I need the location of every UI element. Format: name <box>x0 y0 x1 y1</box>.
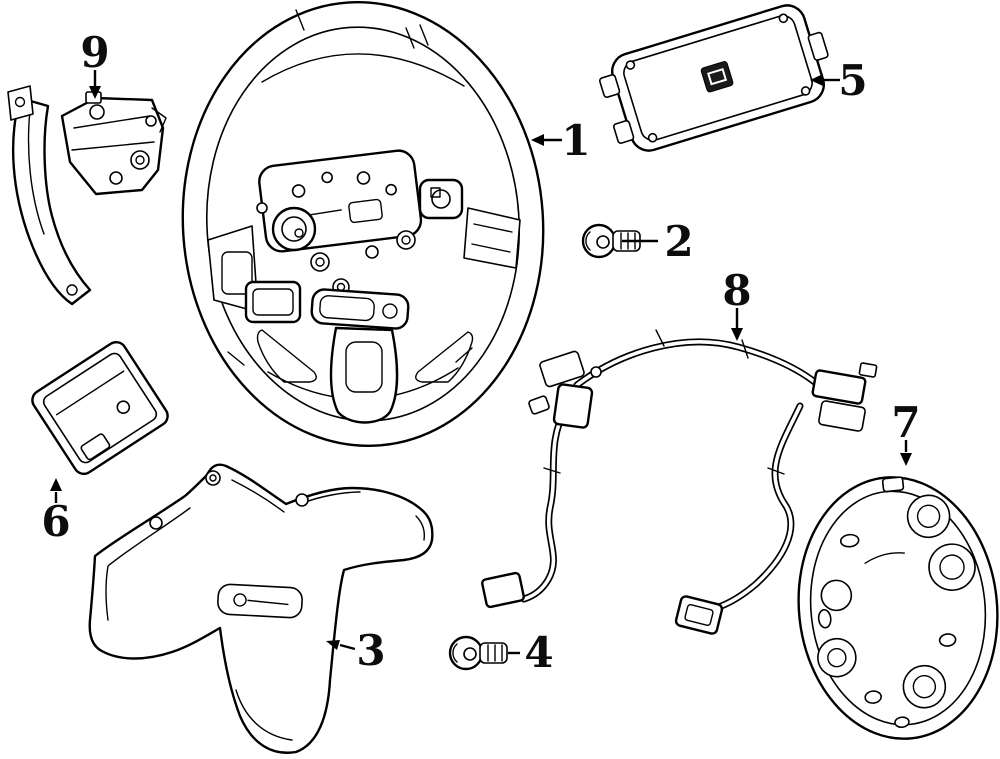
callout-7-arrow <box>900 453 912 466</box>
part-steering-wheel-drawing <box>181 0 545 448</box>
part-switch-module-drawing <box>31 340 169 476</box>
callout-7[interactable]: 7 <box>891 398 921 466</box>
part-air-bag-module-drawing <box>598 4 829 152</box>
callout-4-number: 4 <box>524 628 553 677</box>
callout-3-leader <box>339 643 356 651</box>
part-lower-mount-bolt-drawing <box>448 635 508 671</box>
callout-5[interactable]: 5 <box>810 56 868 105</box>
callout-8-arrow <box>731 328 743 341</box>
callout-8-number: 8 <box>722 266 751 315</box>
callout-2-number: 2 <box>664 217 693 266</box>
callout-9[interactable]: 9 <box>80 28 110 99</box>
brand-emblem <box>700 61 734 93</box>
part-wiring-harness-drawing <box>481 329 878 635</box>
callout-4[interactable]: 4 <box>508 628 554 677</box>
callout-3[interactable]: 3 <box>326 626 386 675</box>
part-paddle-shifter-bracket-drawing <box>7 85 167 306</box>
callout-6-arrow <box>50 478 62 491</box>
callout-5-arrow <box>810 74 823 86</box>
callout-3-number: 3 <box>356 626 385 675</box>
callout-2[interactable]: 2 <box>622 217 694 266</box>
callout-1[interactable]: 1 <box>531 116 591 165</box>
callout-5-number: 5 <box>838 56 867 105</box>
part-back-cover-drawing <box>88 463 434 754</box>
callout-9-number: 9 <box>80 28 109 77</box>
callout-8[interactable]: 8 <box>722 266 752 341</box>
callout-6[interactable]: 6 <box>41 478 71 546</box>
callout-1-number: 1 <box>561 116 590 165</box>
callout-7-number: 7 <box>891 398 920 447</box>
callout-9-arrow <box>89 86 101 99</box>
callout-3-arrow <box>326 640 340 650</box>
part-mounting-plate-drawing <box>797 476 999 740</box>
callout-6-number: 6 <box>41 497 70 546</box>
callout-1-arrow <box>531 134 544 146</box>
